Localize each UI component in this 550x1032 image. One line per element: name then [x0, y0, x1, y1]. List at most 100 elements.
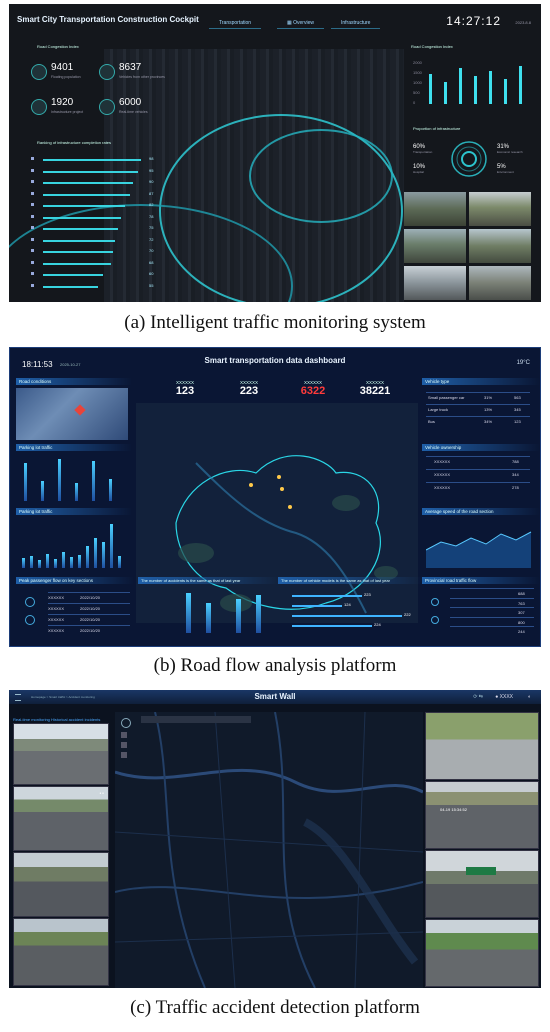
chart-bar: [94, 538, 97, 568]
parking-bar-chart: [20, 456, 128, 501]
axis-tick: 500: [413, 90, 420, 95]
ranking-value: 55: [149, 282, 154, 288]
peak-section: XXXXXX: [48, 628, 65, 633]
stat-label: Infrastructure project: [51, 110, 84, 114]
camera-feed[interactable]: [425, 712, 539, 780]
tab-transportation[interactable]: Transportation: [209, 20, 262, 29]
ranking-row: 68: [31, 259, 162, 266]
city-map[interactable]: [136, 403, 418, 623]
zoom-in-icon[interactable]: [121, 732, 127, 738]
chart-bar: [92, 461, 95, 501]
camera-feed[interactable]: [425, 850, 539, 918]
section-title: Ranking of infrastructure completion rat…: [37, 140, 112, 145]
ranking-row: 72: [31, 236, 162, 243]
vehicle-type-name: Bus: [428, 419, 435, 424]
location-pin-icon[interactable]: [288, 505, 292, 509]
timestamp-overlay: 04-19 15:34:52: [440, 807, 467, 812]
vehicle-icon: [31, 157, 34, 160]
camera-feed[interactable]: [404, 266, 466, 300]
ring-gauge: [451, 141, 487, 177]
chart-bar: [206, 603, 211, 633]
breadcrumb[interactable]: Homepage > Smart traffic > Accident moni…: [31, 695, 95, 699]
ownership-value: 344: [512, 472, 519, 477]
ownership-value: 278: [512, 485, 519, 490]
map-roads: [115, 712, 423, 988]
stat-label: Floating population: [51, 75, 81, 79]
vehicle-icon: [31, 168, 34, 172]
tab-infrastructure[interactable]: Infrastructure: [331, 20, 381, 29]
camera-feed[interactable]: [469, 266, 531, 300]
avatar[interactable]: ◐: [527, 694, 531, 700]
section-provincial: Provincial road traffic flow: [422, 577, 540, 584]
proportion-label: Hospital: [413, 170, 424, 174]
table-row: 800: [450, 616, 534, 627]
location-pin-icon[interactable]: [277, 475, 281, 479]
vehicle-type-name: Small passenger car: [428, 395, 465, 400]
vehicle-icon: [31, 180, 34, 183]
map-search-bar[interactable]: [141, 716, 251, 723]
tab-overview[interactable]: ▦ Overview: [277, 20, 324, 29]
ranking-row: 98: [31, 156, 162, 162]
city-map[interactable]: [115, 712, 423, 988]
chart-bar: [62, 552, 65, 568]
vehicle-icon: [31, 214, 34, 218]
camera-feed[interactable]: [404, 229, 466, 263]
camera-feed[interactable]: ● ●: [13, 786, 109, 851]
chart-bar: [58, 459, 61, 501]
ranking-bar: [43, 170, 138, 173]
proportion-item: 31%Economic research: [497, 144, 523, 154]
user-menu[interactable]: ● XXXX: [495, 694, 513, 700]
stat-value: 6000: [119, 97, 142, 108]
vehicle-icon: [31, 226, 34, 229]
camera-feed[interactable]: [469, 229, 531, 263]
vehicle-icon: [31, 260, 34, 264]
ranking-row: 75: [31, 225, 162, 231]
chart-bar: [41, 481, 44, 501]
accident-bar-chart: [178, 588, 278, 633]
highlight-road: [249, 129, 393, 223]
user-icon: ●: [495, 694, 500, 700]
camera-feed[interactable]: 04-19 15:34:52: [425, 781, 539, 849]
chart-bar: [70, 557, 73, 568]
peak-section: XXXXXX: [48, 606, 65, 611]
section-vehicle-models: The number of vehicle models is the same…: [278, 577, 424, 584]
camera-feed[interactable]: [13, 918, 109, 986]
left-tabs[interactable]: Real-time monitoring Historical accident…: [13, 717, 101, 722]
ranking-bar: [43, 285, 98, 288]
ranking-row: 55: [31, 282, 162, 289]
caption-b: (b) Road flow analysis platform: [153, 655, 397, 676]
zoom-out-icon[interactable]: [121, 742, 127, 748]
proportion-item: 5%Environment: [497, 164, 514, 174]
menu-icon[interactable]: [15, 694, 21, 701]
ranking-value: 68: [149, 259, 154, 265]
road-conditions-3d[interactable]: [16, 388, 128, 440]
layers-icon[interactable]: [121, 752, 127, 758]
compass-icon[interactable]: [121, 718, 131, 728]
ranking-value: 98: [149, 156, 154, 161]
ranking-row: 78: [31, 214, 162, 220]
axis-tick: 0: [413, 100, 416, 105]
vehicle-model-row: 222: [292, 612, 416, 620]
peak-section: XXXXXX: [48, 617, 65, 622]
vehicle-model-value: 222: [404, 612, 411, 617]
camera-feed[interactable]: [404, 192, 466, 226]
provincial-value: 763: [518, 600, 525, 606]
ownership-name: XXXXXX: [434, 459, 451, 464]
location-pin-icon[interactable]: [280, 487, 284, 491]
proportion-item: 10%Hospital: [413, 164, 425, 174]
ranking-value: 72: [149, 236, 154, 242]
ranking-row: 87: [31, 191, 162, 197]
camera-feed[interactable]: [425, 919, 539, 987]
settings-icon[interactable]: ⟳ ⇆: [473, 694, 483, 700]
kpi-label: XXXXXX: [303, 380, 322, 385]
location-pin-icon[interactable]: [249, 483, 253, 487]
camera-feed[interactable]: [469, 192, 531, 226]
camera-feed[interactable]: [13, 852, 109, 917]
car-icon: [99, 64, 115, 80]
camera-feed[interactable]: [13, 723, 109, 785]
